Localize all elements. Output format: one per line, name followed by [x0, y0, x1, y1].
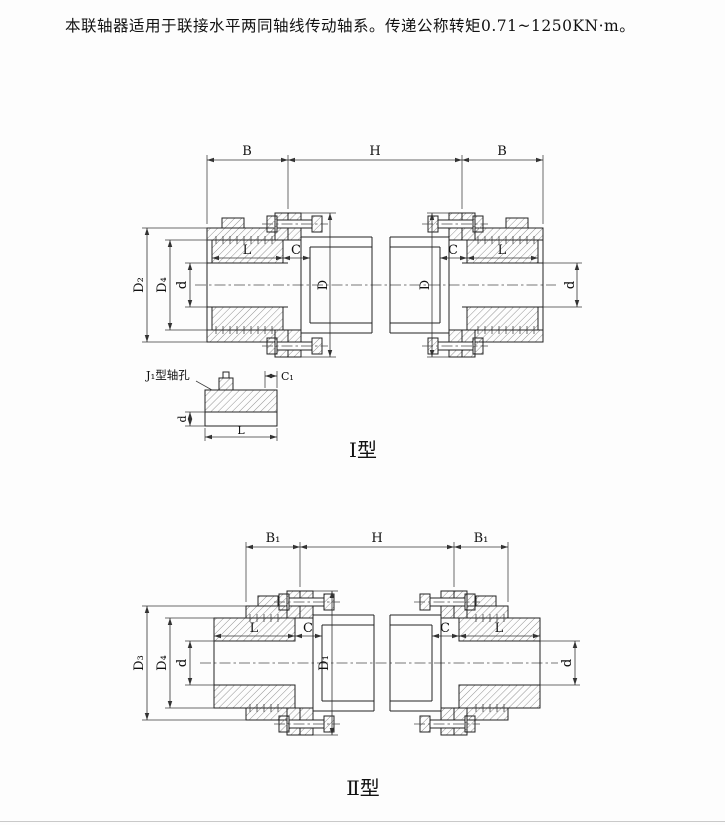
dim-label-b1-left: B₁ [266, 531, 281, 546]
dim-label-c-left: C [291, 243, 301, 258]
dim-label-l-left-2: L [250, 621, 259, 636]
dim-label-l-right-2: L [495, 621, 504, 636]
fig1-detail-j1-bore: J₁型轴孔 C₁ d L [145, 368, 294, 441]
fig2-flange-bolts [274, 593, 480, 733]
dim-label-c-right: C [448, 243, 458, 258]
dim-label-d3: D₃ [132, 655, 147, 671]
fig2-right-coupling-half [453, 590, 541, 736]
dim-label-detail-l: L [237, 424, 245, 437]
fig1-right-gear-teeth [477, 236, 535, 334]
dim-label-d-mid-left: D [316, 280, 331, 290]
dim-label-d1: D₁ [317, 655, 332, 671]
fig1-break-lines [371, 237, 391, 333]
dim-label-b-left: B [242, 144, 252, 159]
dim-label-d-right: d [563, 281, 578, 289]
fig2-left-gear-teeth [249, 614, 279, 712]
dim-label-d-left: d [175, 281, 190, 289]
figure2-caption: Ⅱ型 [346, 776, 380, 800]
dim-label-d2: D₂ [132, 277, 147, 293]
fig1-right-boss [505, 217, 529, 229]
figure1: B H B D₂ D₄ d D D d L [132, 144, 582, 462]
fig2-left-boss [257, 595, 279, 607]
dim-label-c1: C₁ [281, 370, 294, 383]
detail-nub [218, 377, 234, 391]
fig1-left-boss [221, 217, 245, 229]
dim-label-h2: H [371, 531, 382, 546]
dim-label-c-left-2: C [303, 621, 313, 636]
dim-label-l-left: L [243, 243, 252, 258]
dim-label-b1-right: B₁ [474, 531, 489, 546]
detail-label: J₁型轴孔 [145, 368, 190, 382]
dim-label-detail-d: d [176, 415, 189, 422]
fig2-break-lines [373, 615, 391, 711]
fig2-right-gear-teeth [475, 614, 505, 712]
figure1-caption: Ⅰ型 [349, 438, 377, 462]
fig1-dimensions: B H B D₂ D₄ d D D d L [132, 144, 582, 358]
dim-label-d-left-2: d [175, 659, 190, 667]
dim-label-d-right-2: d [560, 659, 575, 667]
dim-label-d4-2: D₄ [155, 655, 170, 671]
dim-label-d4: D₄ [155, 277, 170, 293]
dim-label-h: H [369, 144, 380, 159]
dim-label-c-right-2: C [440, 621, 450, 636]
header-text: 本联轴器适用于联接水平两同轴线传动轴系。传递公称转矩0.71~1250KN·m。 [65, 17, 635, 35]
dim-label-d-mid-right: D [418, 280, 433, 290]
figure2: B₁ H B₁ D₃ D₄ d D₁ d L C C [132, 531, 580, 800]
fig1-left-gear-teeth [215, 236, 273, 334]
dim-label-l-right: L [498, 243, 507, 258]
dim-label-b-right: B [497, 144, 507, 159]
fig2-dimensions: B₁ H B₁ D₃ D₄ d D₁ d L C C [132, 531, 580, 736]
fig2-right-boss [475, 595, 497, 607]
